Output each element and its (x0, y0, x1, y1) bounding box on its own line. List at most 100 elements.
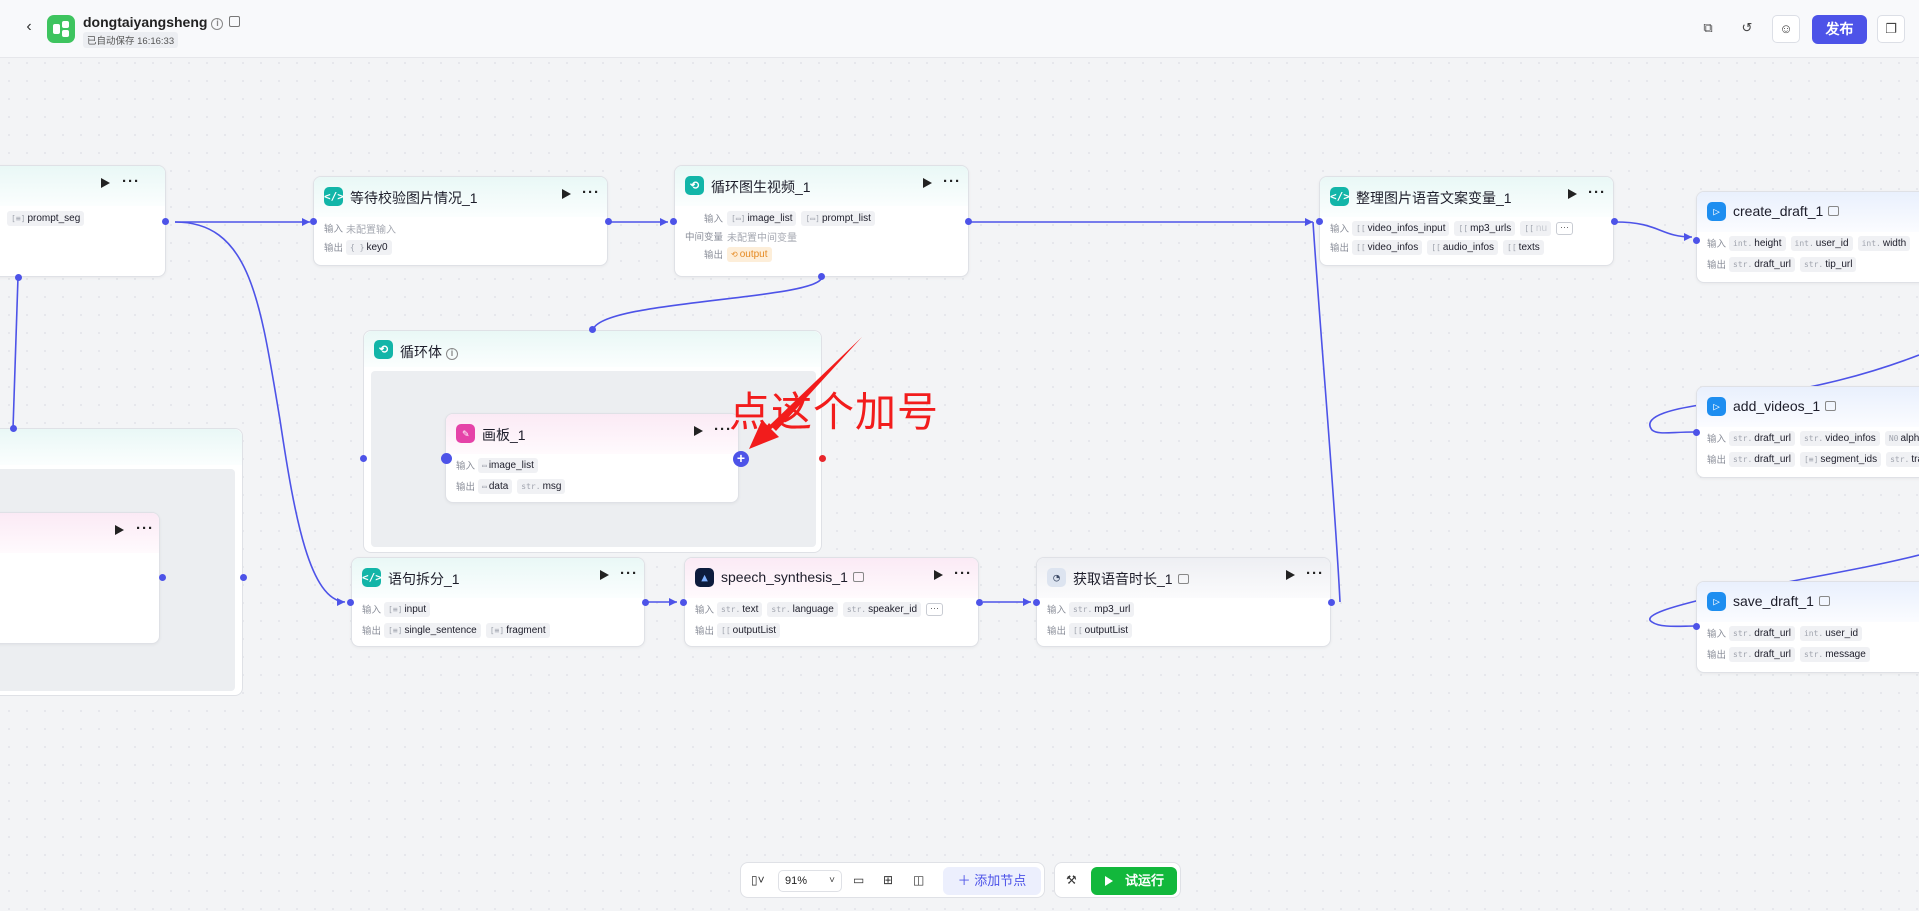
node-title: 画板_1 (482, 427, 526, 443)
add-node-plus-icon[interactable]: + (733, 451, 749, 467)
more-icon[interactable]: ··· (943, 173, 961, 190)
more-params-button[interactable]: ··· (926, 602, 943, 616)
more-icon[interactable]: ··· (620, 565, 638, 582)
node-title: 语句拆分_1 (388, 571, 460, 587)
input-port[interactable] (1693, 623, 1700, 630)
more-icon[interactable]: ··· (136, 520, 154, 537)
output-port[interactable] (1328, 599, 1335, 606)
run-icon[interactable] (600, 570, 609, 580)
app-name: dongtaiyangsheng (83, 14, 208, 30)
input-port[interactable] (310, 218, 317, 225)
back-icon[interactable]: ‹ (26, 18, 32, 35)
more-icon[interactable]: ··· (714, 421, 732, 438)
layout-icon[interactable]: ⊞ (883, 873, 894, 887)
loop-icon: ⟲ (374, 340, 393, 359)
more-icon[interactable]: ··· (1588, 184, 1606, 201)
debug-tool-icon[interactable]: ⚒ (1066, 873, 1077, 887)
loop-end-port[interactable] (819, 455, 826, 462)
output-port[interactable] (605, 218, 612, 225)
mouse-mode-icon[interactable]: ▯˅ (751, 873, 765, 887)
output-port[interactable] (965, 218, 972, 225)
plugin-badge-icon (1177, 574, 1189, 584)
plugin-icon: ▷ (1707, 202, 1726, 221)
output-port[interactable] (1611, 218, 1618, 225)
input-port[interactable] (240, 574, 247, 581)
output-port[interactable] (162, 218, 169, 225)
node-left-top[interactable]: ··· [≡]prompt_seg (0, 165, 166, 277)
input-port[interactable] (670, 218, 677, 225)
node-title: save_draft_1 (1733, 593, 1814, 609)
input-port[interactable] (1693, 429, 1700, 436)
publish-button[interactable]: 发布 (1812, 15, 1867, 44)
plugin-badge-icon (1825, 401, 1837, 411)
run-icon[interactable] (1286, 570, 1295, 580)
run-icon[interactable] (934, 570, 943, 580)
run-toolbar: ⚒ 试运行 (1054, 862, 1181, 898)
loop-icon: ⟲ (685, 176, 704, 195)
info-icon[interactable]: i (211, 18, 224, 30)
node-title: speech_synthesis_1 (721, 569, 848, 585)
run-icon[interactable] (115, 525, 124, 535)
node-loop-image-video[interactable]: ⟲循环图生视频_1 ··· 输入[▭]image_list[▭]prompt_l… (674, 165, 969, 277)
output-port[interactable] (642, 599, 649, 606)
input-port[interactable] (1693, 237, 1700, 244)
timer-icon: ◔ (1047, 568, 1066, 587)
more-icon[interactable]: ··· (1306, 565, 1324, 582)
node-title: 循环体 (400, 344, 442, 360)
trial-run-button[interactable]: 试运行 (1091, 867, 1177, 895)
run-icon[interactable] (101, 178, 110, 188)
output-port[interactable] (976, 599, 983, 606)
edge (1312, 221, 1341, 603)
input-port[interactable] (10, 425, 17, 432)
comment-icon[interactable]: ▭ (853, 873, 865, 887)
play-icon (1105, 876, 1113, 886)
plugin-icon: ▷ (1707, 397, 1726, 416)
node-title: 获取语音时长_1 (1073, 571, 1173, 587)
zoom-select[interactable]: 91%˅ (778, 870, 842, 892)
copy-icon[interactable]: ⧉ (1703, 20, 1713, 35)
more-icon[interactable]: ··· (954, 565, 972, 582)
run-icon[interactable] (1568, 189, 1577, 199)
input-port[interactable] (1316, 218, 1323, 225)
more-icon[interactable]: ··· (582, 184, 600, 201)
input-port[interactable] (680, 599, 687, 606)
add-node-button[interactable]: ＋ 添加节点 (943, 867, 1041, 895)
plugin-badge-icon (1828, 206, 1840, 216)
edge (12, 276, 19, 430)
edge (1649, 554, 1919, 628)
run-icon[interactable] (923, 178, 932, 188)
minimap-icon[interactable]: ◫ (913, 873, 925, 887)
output-port[interactable] (15, 274, 22, 281)
code-icon: </> (1330, 187, 1350, 206)
node-title: 等待校验图片情况_1 (350, 190, 478, 206)
input-port[interactable] (441, 453, 452, 464)
input-port[interactable] (347, 599, 354, 606)
node-title: create_draft_1 (1733, 203, 1824, 219)
duplicate-icon[interactable]: ❐ (1877, 15, 1905, 43)
node-sentence-split[interactable]: </>语句拆分_1 ··· 输入[≡]input 输出[≡]single_sen… (351, 557, 645, 647)
node-left-inner[interactable]: ··· (0, 512, 160, 644)
edit-icon[interactable] (229, 16, 241, 27)
more-icon[interactable]: ··· (122, 173, 140, 190)
input-port[interactable] (589, 326, 596, 333)
run-icon[interactable] (694, 426, 703, 436)
run-icon[interactable] (562, 189, 571, 199)
input-port[interactable] (1033, 599, 1040, 606)
output-port[interactable] (159, 574, 166, 581)
more-params-button[interactable]: ··· (1556, 221, 1574, 235)
node-organize-variables[interactable]: </>整理图片语音文案变量_1 ··· 输入[[video_infos_inpu… (1319, 176, 1614, 266)
history-icon[interactable]: ↺ (1741, 20, 1753, 35)
output-port[interactable] (818, 273, 825, 280)
node-wait-check[interactable]: </>等待校验图片情况_1 ··· 输入未配置输入 输出{ }key0 (313, 176, 608, 266)
info-icon[interactable]: i (446, 348, 458, 360)
loop-inner-port[interactable] (360, 455, 367, 462)
collaborator-icon[interactable]: ☺ (1772, 15, 1800, 43)
